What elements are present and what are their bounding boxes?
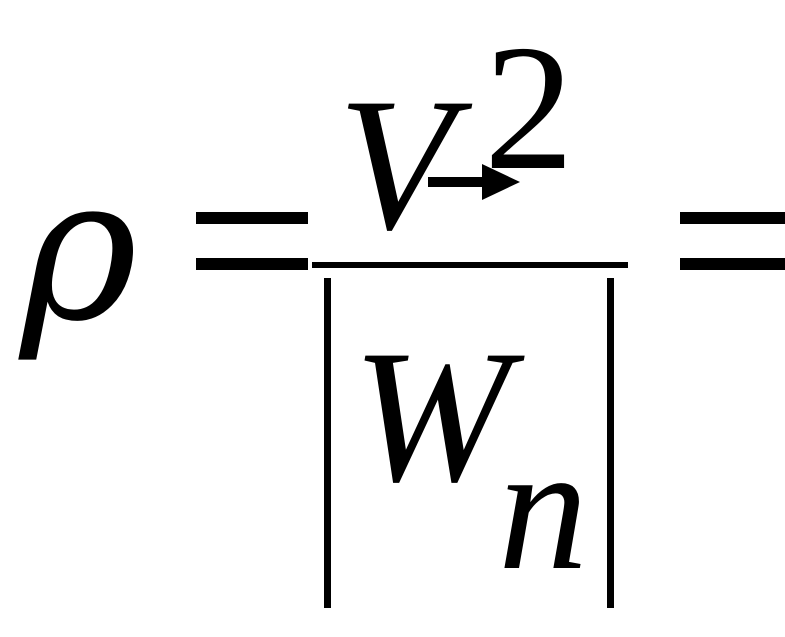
right-arrow-icon [428, 164, 520, 200]
abs-bar-left [324, 278, 331, 608]
equals-bottom-bar [680, 258, 785, 270]
fraction-bar [312, 262, 628, 268]
equals-bottom-bar [196, 258, 308, 270]
w-symbol: W [352, 312, 511, 522]
rho-symbol: ρ [20, 133, 138, 366]
velocity-symbol: V [338, 60, 455, 270]
equals-top-bar [196, 212, 308, 224]
subscript-n: n [498, 408, 588, 607]
abs-bar-right [607, 278, 614, 608]
exponent: 2 [484, 8, 574, 207]
equals-top-bar [680, 212, 785, 224]
